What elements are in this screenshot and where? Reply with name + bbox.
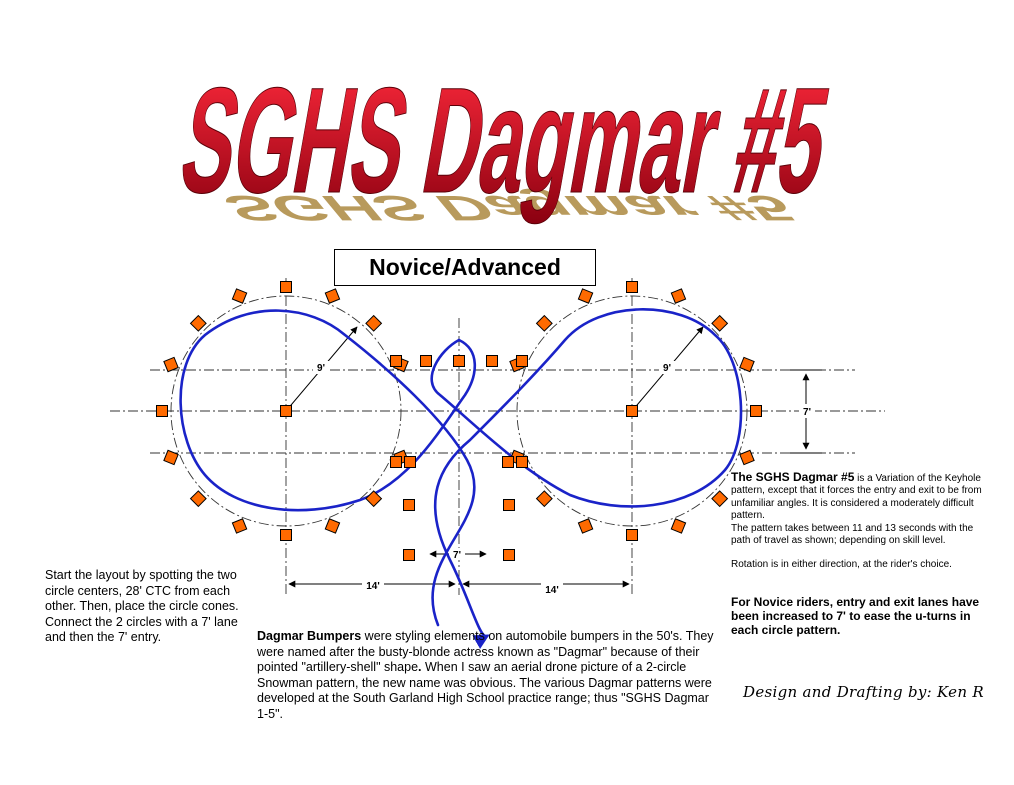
- cone-right-circle: [711, 490, 729, 508]
- novice-note: For Novice riders, entry and exit lanes …: [731, 595, 980, 637]
- title-shadow: SGHS Dagmar #5: [213, 188, 806, 228]
- cone-right-circle: [711, 314, 729, 332]
- spacing-label-right: 14': [545, 585, 559, 596]
- cone-entry: [403, 499, 415, 511]
- title-artwork: SGHS Dagmar #5 SGHS Dagmar #5: [170, 57, 841, 228]
- circle-guide-right: [516, 295, 748, 527]
- dagmar-bumpers-rest: When I saw an aerial drone picture of a …: [257, 660, 712, 721]
- cone-right-circle: [739, 449, 755, 466]
- cone-lane: [404, 456, 416, 468]
- pattern-rotation: Rotation is in either direction, at the …: [731, 559, 952, 571]
- cones: [156, 281, 762, 561]
- cone-lane: [390, 355, 402, 367]
- cone-right-circle: [535, 490, 553, 508]
- title-text: SGHS Dagmar #5: [170, 57, 840, 225]
- pattern-description-lead: The SGHS Dagmar #5: [731, 470, 855, 484]
- pattern-description: The SGHS Dagmar #5 is a Variation of the…: [731, 471, 993, 572]
- cone-right-circle: [670, 518, 687, 534]
- cone-right-circle: [577, 518, 594, 534]
- cone-right-circle: [750, 405, 762, 417]
- cone-left-circle: [163, 356, 179, 373]
- cone-right-circle: [626, 281, 638, 293]
- cone-right-circle: [626, 529, 638, 541]
- dagmar-bumpers-lead: Dagmar Bumpers: [257, 629, 362, 643]
- circle-guide-left: [170, 295, 402, 527]
- dagmar-bumpers-body: were styling elements on automobile bump…: [257, 629, 714, 674]
- radius-label-left: 9': [317, 363, 325, 374]
- entry-width-label: 7': [453, 550, 461, 561]
- cone-right-circle: [577, 288, 594, 304]
- cone-right-center: [626, 405, 638, 417]
- travel-path: [179, 308, 743, 649]
- pattern-timing: The pattern takes between 11 and 13 seco…: [731, 522, 974, 547]
- cone-lane: [516, 355, 528, 367]
- cone-left-center: [280, 405, 292, 417]
- path-loop-right: [430, 308, 743, 649]
- radius-label-right: 9': [663, 363, 671, 374]
- design-credit: Design and Drafting by: Ken R: [743, 683, 984, 701]
- cone-left-circle: [365, 314, 383, 332]
- spacing-label-left: 14': [366, 581, 380, 592]
- cone-left-circle: [324, 288, 341, 304]
- path-loop-left: [179, 309, 477, 627]
- cone-left-circle: [324, 518, 341, 534]
- cone-right-circle: [535, 314, 553, 332]
- cone-left-circle: [189, 490, 207, 508]
- cone-lane: [502, 456, 514, 468]
- cone-left-circle: [163, 449, 179, 466]
- cone-left-circle: [156, 405, 168, 417]
- cone-left-circle: [189, 314, 207, 332]
- cone-lane: [516, 456, 528, 468]
- cone-left-circle: [231, 288, 248, 304]
- pattern-description-body: is a Variation of the Keyhole pattern, e…: [731, 473, 982, 522]
- cone-entry: [503, 499, 515, 511]
- cone-entry: [503, 549, 515, 561]
- dimension-labels: 9' 9' 7' 7' 14' 14': [313, 361, 815, 596]
- cone-lane: [420, 355, 432, 367]
- cone-left-circle: [365, 490, 383, 508]
- dagmar-bumpers-note: Dagmar Bumpers were styling elements on …: [257, 629, 717, 722]
- layout-note: Start the layout by spotting the two cir…: [45, 568, 239, 644]
- lane-width-label: 7': [803, 407, 811, 418]
- cone-lane: [453, 355, 465, 367]
- cone-lane: [486, 355, 498, 367]
- cone-entry: [403, 549, 415, 561]
- cone-right-circle: [670, 288, 687, 304]
- cone-right-circle: [739, 356, 755, 373]
- cone-left-circle: [280, 281, 292, 293]
- page-subtitle: Novice/Advanced: [334, 249, 596, 286]
- cone-left-circle: [280, 529, 292, 541]
- dagmar-bumpers-dot: .: [418, 660, 422, 674]
- cone-lane: [390, 456, 402, 468]
- cone-left-circle: [231, 518, 248, 534]
